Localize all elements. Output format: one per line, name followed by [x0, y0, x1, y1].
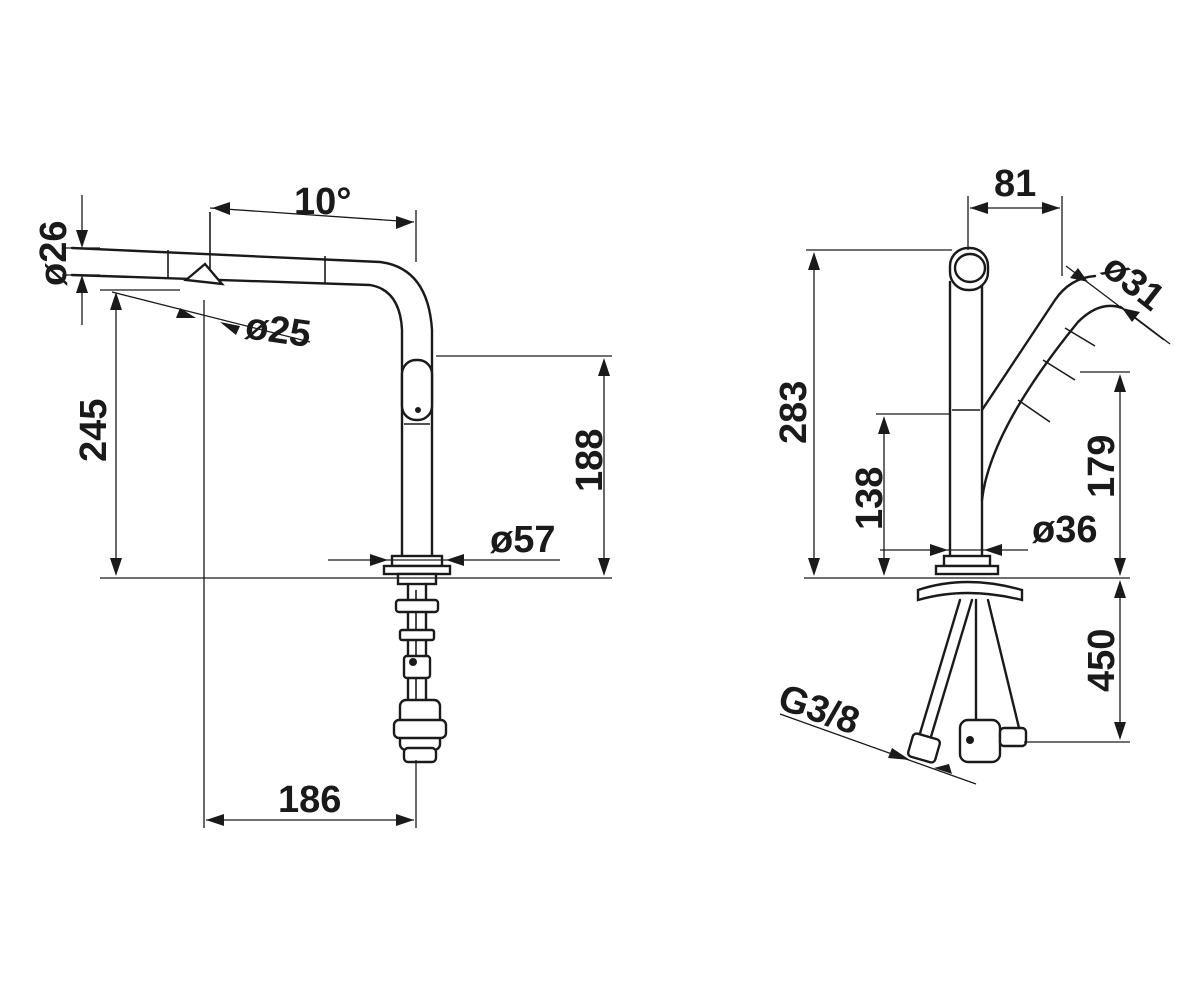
body-height-label: 188	[569, 429, 611, 492]
side-view-dimension-lines	[62, 195, 612, 828]
front-view: 81 ø31 283 138 179 ø36 450 G3/8	[773, 163, 1172, 785]
hose-length-label: 450	[1081, 629, 1123, 692]
reach-label: 186	[278, 779, 341, 821]
side-view: 10° ø26 ø25 245 188 ø57 186	[33, 181, 612, 828]
base-diameter-label: ø57	[490, 519, 555, 561]
spray-diameter-label: ø25	[243, 305, 314, 356]
overall-height-label: 283	[773, 381, 815, 444]
connection-thread-label: G3/8	[773, 677, 865, 744]
head-width-label: 81	[994, 163, 1036, 205]
hose-diameter-label: ø26	[33, 221, 75, 286]
front-view-faucet	[906, 246, 1124, 764]
side-view-labels: 10° ø26 ø25 245 188 ø57 186	[33, 181, 611, 821]
overall-height-label: 245	[73, 399, 115, 462]
lever-height-label: 138	[849, 467, 891, 530]
base-diameter-label: ø36	[1032, 509, 1097, 551]
spray-height-label: 179	[1081, 435, 1123, 498]
side-view-faucet	[70, 212, 452, 764]
spray-diameter-label: ø31	[1094, 246, 1171, 319]
angle-label: 10°	[294, 181, 351, 223]
front-view-dimension-lines	[779, 196, 1171, 785]
